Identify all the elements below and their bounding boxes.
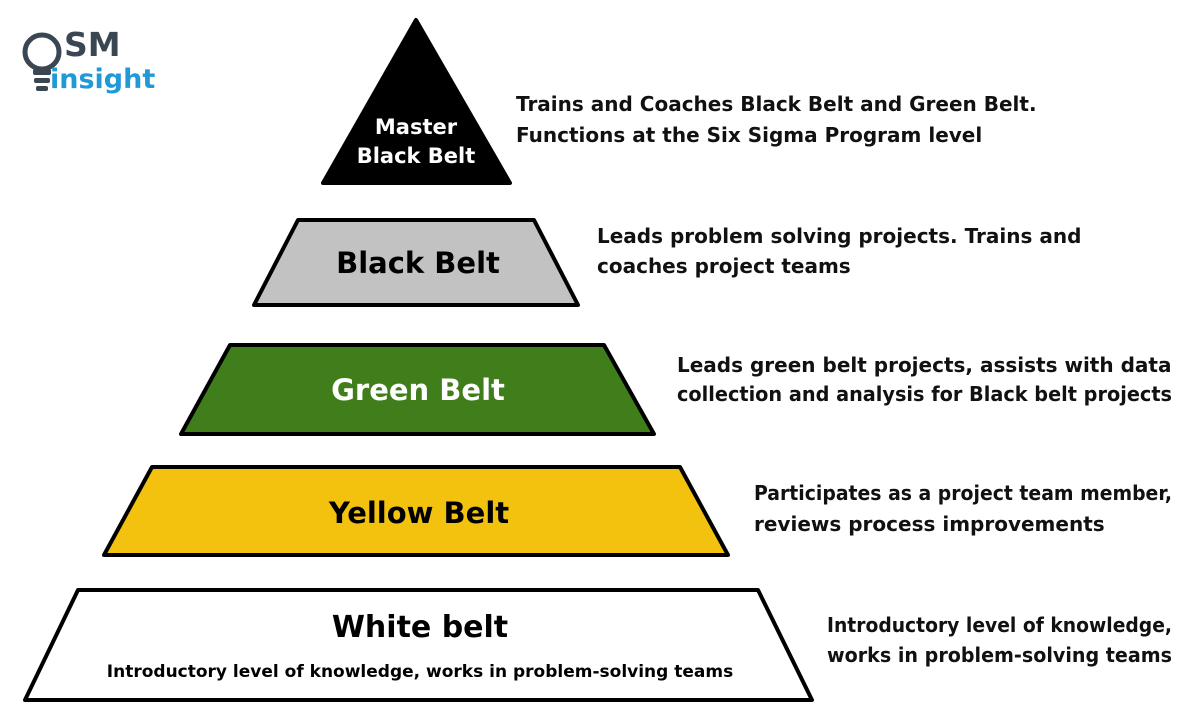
tier-shape: [102, 465, 730, 557]
tier-description-line: coaches project teams: [597, 254, 851, 278]
tier-shape: [179, 343, 656, 436]
lightbulb-icon: [22, 32, 62, 91]
tier-title-line: Master: [375, 115, 458, 139]
logo-line1: SM: [64, 25, 121, 64]
tier-description-line: Leads green belt projects, assists with …: [677, 353, 1171, 377]
tier-shape: [252, 218, 580, 307]
tier-title-line: Black Belt: [357, 144, 476, 168]
logo-line2: insight: [50, 64, 155, 95]
tier-master-black-belt: Master Black Belt Trains and Coaches Bla…: [321, 18, 1037, 185]
tier-description-line: works in problem-solving teams: [827, 643, 1172, 667]
tier-description-line: reviews process improvements: [754, 512, 1105, 536]
tier-shape: [23, 588, 814, 702]
tier-title-line: White belt: [332, 610, 508, 645]
tier-description-line: Introductory level of knowledge,: [827, 613, 1172, 637]
tier-title-line: Yellow Belt: [328, 496, 509, 530]
tier-white-belt: White belt Introductory level of knowled…: [23, 588, 1172, 702]
tier-title-line: Black Belt: [336, 246, 500, 280]
tier-green-belt: Green Belt Leads green belt projects, as…: [179, 343, 1172, 436]
tier-black-belt: Black Belt Leads problem solving project…: [252, 218, 1081, 307]
tier-subtitle: Introductory level of knowledge, works i…: [107, 662, 733, 682]
tier-description-line: collection and analysis for Black belt p…: [677, 382, 1172, 406]
tier-description-line: Trains and Coaches Black Belt and Green …: [516, 92, 1037, 116]
tier-description-line: Functions at the Six Sigma Program level: [516, 123, 982, 147]
tier-shape: [321, 18, 512, 185]
sm-insight-logo: SM insight: [22, 25, 155, 95]
tier-yellow-belt: Yellow Belt Participates as a project te…: [102, 465, 1172, 557]
tier-description-line: Leads problem solving projects. Trains a…: [597, 224, 1081, 248]
tier-description-line: Participates as a project team member,: [754, 481, 1172, 505]
tier-title-line: Green Belt: [331, 373, 505, 407]
